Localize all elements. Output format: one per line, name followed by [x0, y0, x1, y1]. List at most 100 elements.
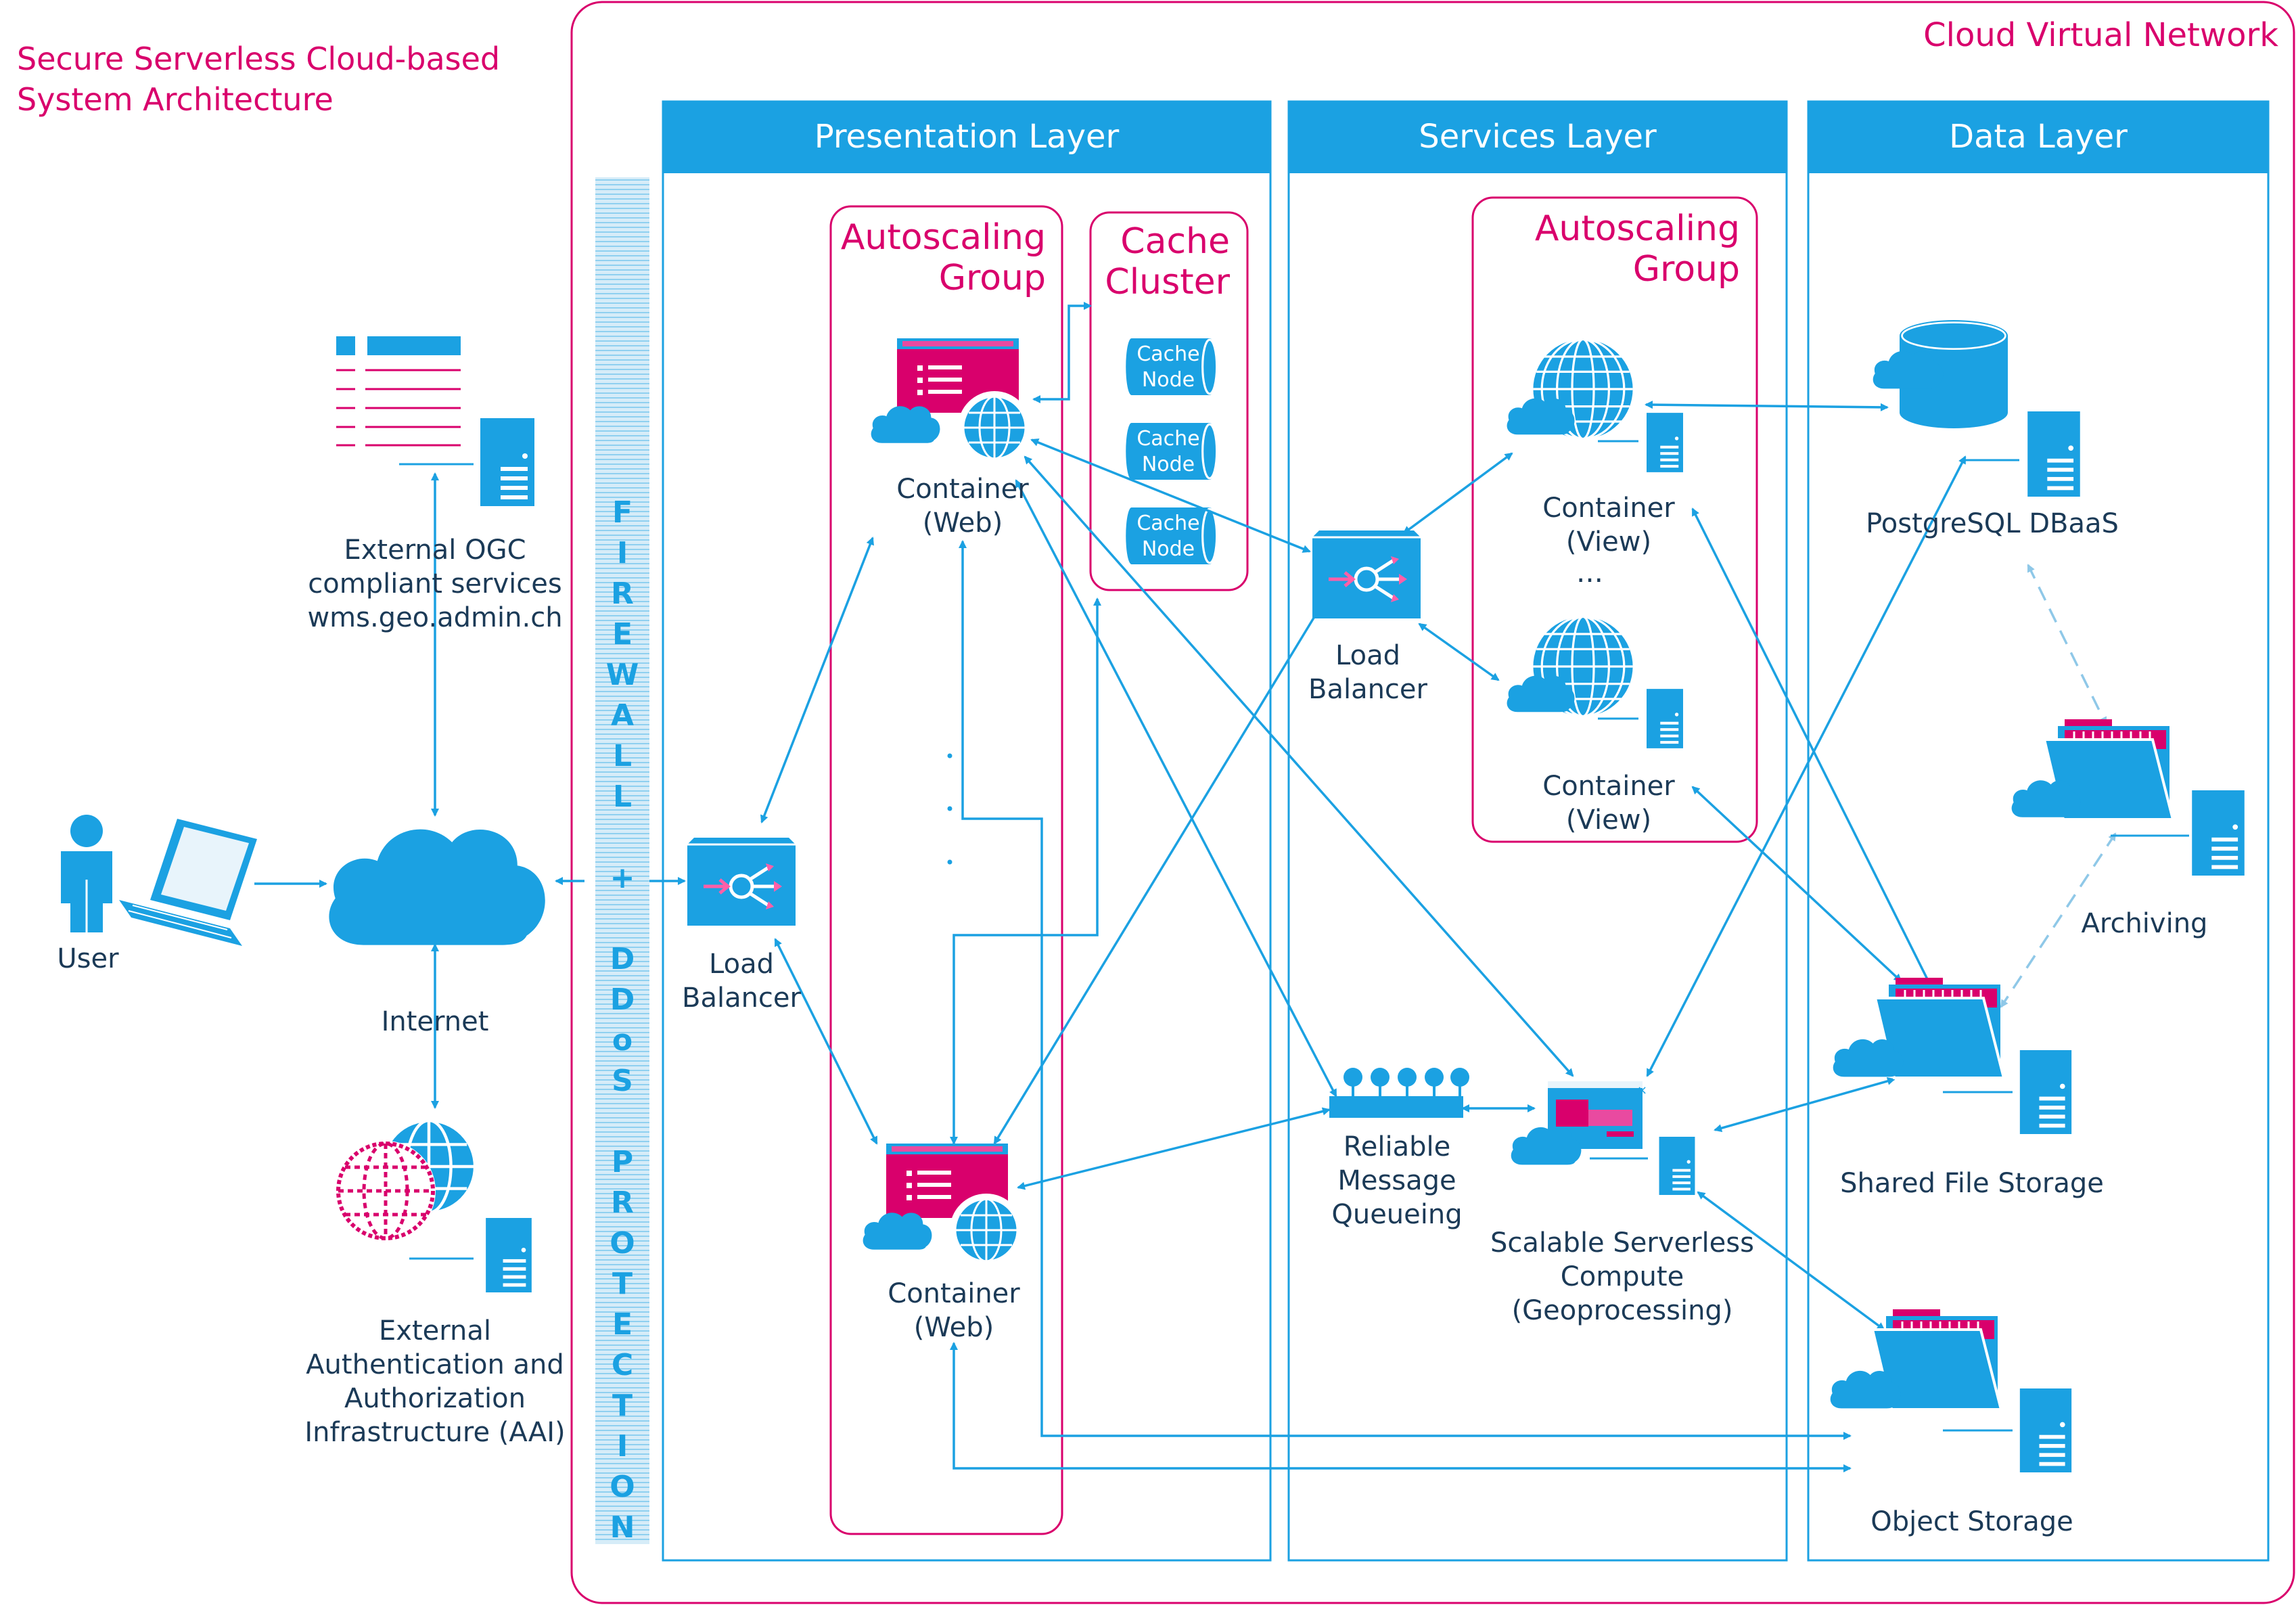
aai-label-3: Authorization — [344, 1383, 526, 1414]
load-balancer-services[interactable]: Load Balancer — [1308, 530, 1428, 705]
cache-node-2-label-2: Node — [1142, 453, 1195, 476]
cache-cluster-label-1: Cache — [1120, 221, 1230, 262]
firewall-letter: A — [611, 698, 634, 733]
data-layer-title: Data Layer — [1949, 118, 2128, 156]
compute-label-2: Compute — [1561, 1261, 1684, 1292]
cache-node-2[interactable]: Cache Node — [1124, 423, 1218, 480]
connectors — [254, 302, 1967, 1472]
internet-node[interactable]: Internet — [329, 829, 545, 1037]
firewall-letter: T — [612, 1388, 633, 1423]
shared-file-storage-node[interactable]: Shared File Storage — [1833, 978, 2104, 1199]
archiving-node[interactable]: Archiving — [2011, 719, 2245, 939]
firewall-letter: T — [612, 1267, 633, 1301]
ogc-label-3: wms.geo.admin.ch — [307, 602, 562, 633]
postgres-label: PostgreSQL DBaaS — [1866, 508, 2119, 539]
container-view-bottom[interactable]: Container (View) — [1507, 615, 1683, 836]
cache-node-1-label-2: Node — [1142, 368, 1195, 392]
load-balancer-presentation[interactable]: Load Balancer — [682, 838, 802, 1014]
lb-services-label-2: Balancer — [1308, 674, 1428, 705]
archiving-connectors — [2000, 564, 2117, 1008]
firewall-letter: D — [610, 982, 635, 1017]
mq-label-1: Reliable — [1344, 1131, 1450, 1162]
presentation-layer-title: Presentation Layer — [814, 118, 1120, 156]
lb-presentation-label-1: Load — [709, 949, 774, 980]
cache-node-1[interactable]: Cache Node — [1124, 338, 1218, 395]
cloud-icon — [863, 1213, 932, 1250]
ogc-label-2: compliant services — [308, 568, 561, 600]
firewall-letter: R — [611, 577, 634, 611]
firewall-letter: L — [613, 779, 632, 814]
document-icon — [336, 336, 461, 447]
message-queue-node[interactable]: Reliable Message Queueing — [1329, 1068, 1469, 1230]
server-icon — [1659, 1137, 1695, 1195]
server-icon — [2019, 1388, 2072, 1472]
compute-label-3: (Geoprocessing) — [1512, 1295, 1733, 1326]
ogc-label-1: External OGC — [344, 535, 526, 566]
cloud-virtual-network-boundary — [570, 1, 2295, 1604]
firewall-letter: O — [610, 1470, 635, 1504]
serverless-compute-node[interactable]: × Scalable Serverless Compute (Geoproces… — [1490, 1081, 1754, 1326]
container-web-top-label-2: (Web) — [923, 507, 1003, 539]
firewall-letter: D — [610, 942, 635, 976]
load-balancer-icon — [1312, 530, 1421, 618]
aai-label-4: Infrastructure (AAI) — [304, 1417, 565, 1448]
svg-text:×: × — [1637, 1083, 1647, 1098]
container-view-bottom-label-1: Container — [1542, 771, 1675, 802]
presentation-layer-header — [663, 101, 1270, 173]
compute-label-1: Scalable Serverless — [1490, 1227, 1754, 1259]
autoscaling-group-services-label-2: Group — [1633, 249, 1740, 290]
ogc-services-node[interactable]: External OGC compliant services wms.geo.… — [307, 336, 563, 633]
cache-node-3[interactable]: Cache Node — [1124, 507, 1218, 564]
services-layer-panel — [1287, 100, 1788, 1562]
container-view-top-label-2: (View) — [1566, 526, 1651, 558]
firewall-letter: N — [610, 1510, 635, 1545]
cache-node-2-label-1: Cache — [1136, 427, 1199, 451]
firewall-letter: C — [612, 1348, 633, 1382]
container-web-bottom[interactable]: Container (Web) — [863, 1144, 1023, 1343]
container-view-top[interactable]: Container (View) — [1507, 338, 1683, 558]
firewall-letter: o — [612, 1023, 633, 1058]
data-layer-header — [1808, 101, 2268, 173]
container-web-top-label-1: Container — [896, 474, 1029, 505]
firewall-letter: O — [610, 1226, 635, 1261]
person-icon — [61, 815, 112, 932]
firewall-letter: + — [610, 861, 635, 895]
diagram-title-line2: System Architecture — [17, 81, 334, 118]
firewall-letter: R — [611, 1185, 634, 1220]
autoscaling-group-presentation-label-2: Group — [939, 258, 1046, 298]
firewall-letter: S — [612, 1064, 633, 1098]
server-icon — [2192, 790, 2245, 876]
firewall-stripes — [595, 179, 649, 1540]
cache-node-3-label-2: Node — [1142, 537, 1195, 561]
internet-label: Internet — [382, 1006, 489, 1037]
aai-label-2: Authentication and — [306, 1349, 564, 1380]
diagram-title-line1: Secure Serverless Cloud-based — [17, 41, 500, 77]
services-layer-title: Services Layer — [1419, 118, 1657, 156]
server-icon — [486, 1218, 532, 1292]
cloud-icon — [329, 829, 545, 945]
aai-node[interactable]: External Authentication and Authorizatio… — [304, 1121, 566, 1448]
user-label: User — [57, 943, 119, 974]
firewall-letter: P — [612, 1145, 633, 1179]
container-view-ellipsis: ... — [1576, 556, 1603, 589]
aai-label-1: External — [379, 1315, 491, 1347]
firewall-letter: E — [612, 617, 633, 652]
shared-storage-label: Shared File Storage — [1840, 1168, 2104, 1199]
firewall-letter: W — [606, 658, 639, 692]
lb-presentation-label-2: Balancer — [682, 982, 802, 1014]
firewall-letter: F — [612, 495, 633, 530]
container-web-top[interactable]: Container (Web) — [871, 338, 1031, 539]
object-storage-node[interactable]: Object Storage — [1830, 1309, 2073, 1537]
cache-node-3-label-1: Cache — [1136, 512, 1199, 535]
laptop-icon — [119, 819, 257, 946]
network-label: Cloud Virtual Network — [1923, 16, 2278, 54]
postgres-node[interactable]: PostgreSQL DBaaS — [1866, 319, 2119, 539]
container-web-bottom-label-1: Container — [888, 1278, 1020, 1309]
message-queue-icon — [1329, 1068, 1469, 1118]
lb-services-label-1: Load — [1335, 640, 1400, 671]
mq-label-3: Queueing — [1331, 1199, 1462, 1230]
container-view-top-label-1: Container — [1542, 493, 1675, 524]
globe-icon — [962, 395, 1027, 460]
user-node[interactable]: User — [57, 815, 119, 974]
